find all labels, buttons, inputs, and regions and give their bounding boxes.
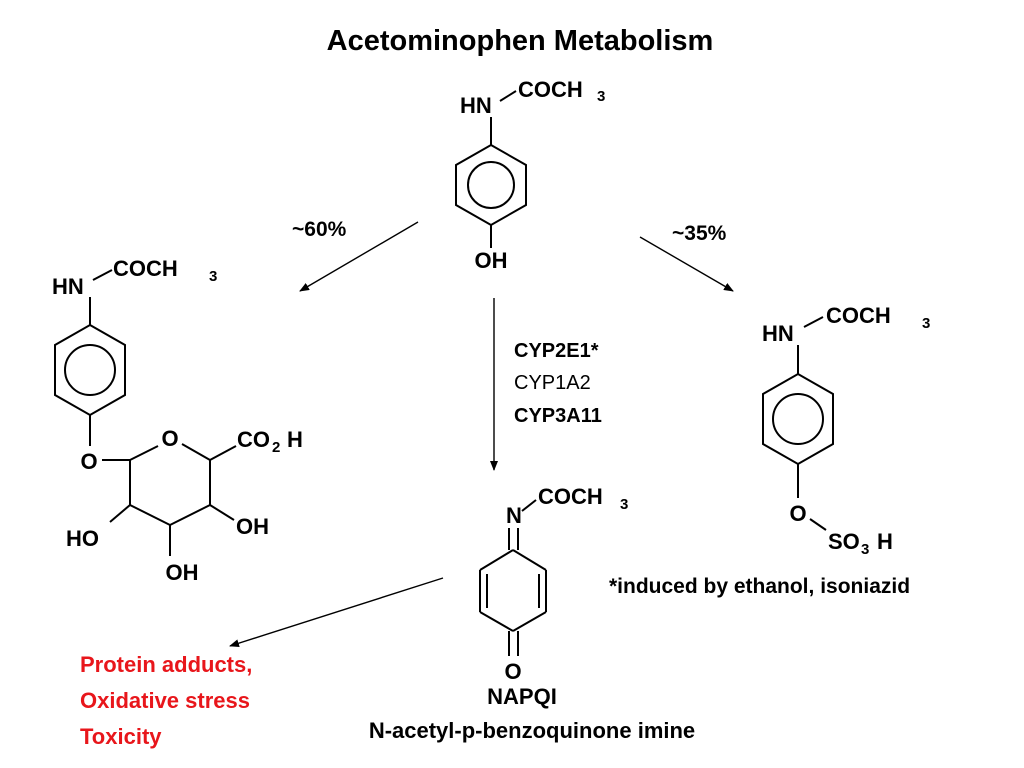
napqi-structure: N COCH 3 O [479, 484, 628, 684]
arrow-to-sulfate [639, 236, 734, 292]
glucuronide-ring-oxygen: O [161, 426, 178, 451]
glucuronide-carboxyl: CO [237, 427, 270, 452]
acetaminophen-hydroxyl: OH [475, 248, 508, 273]
napqi-acyl: COCH [538, 484, 603, 509]
acetaminophen-structure: HN COCH 3 OH [455, 77, 605, 273]
sulfate-amide: HN [762, 321, 794, 346]
glucuronide-percent: ~60% [292, 218, 347, 241]
glucuronide-carboxyl-h: H [287, 427, 303, 452]
glucuronide-carboxyl-sub: 2 [272, 439, 280, 456]
arrow-to-glucuronide [299, 221, 419, 292]
acetaminophen-amide: HN [460, 93, 492, 118]
toxicity-text: Protein adducts, Oxidative stress Toxici… [80, 652, 252, 749]
sulfate-percent: ~35% [672, 222, 727, 245]
sulfate-structure: HN COCH 3 O SO 3 H [762, 303, 930, 558]
napqi-imine-nitrogen: N [506, 503, 522, 528]
sulfate-so-h: H [877, 529, 893, 554]
napqi-name: NAPQI [487, 684, 557, 709]
napqi-fullname: N-acetyl-p-benzoquinone imine [369, 718, 695, 743]
sulfate-so: SO [828, 529, 860, 554]
toxicity-line: Toxicity [80, 724, 162, 749]
glucuronide-oh-right: OH [236, 514, 269, 539]
acetaminophen-acyl-sub: 3 [597, 88, 605, 105]
arrow-to-toxicity [229, 577, 444, 648]
acetaminophen-acyl: COCH [518, 77, 583, 102]
page-title: Acetominophen Metabolism [327, 25, 714, 57]
toxicity-line: Protein adducts, [80, 652, 252, 677]
toxicity-line: Oxidative stress [80, 688, 250, 713]
sulfate-acyl-sub: 3 [922, 315, 930, 332]
sulfate-so-sub: 3 [861, 541, 869, 558]
napqi-acyl-sub: 3 [620, 496, 628, 513]
enzyme-cyp2e1: CYP2E1* [514, 340, 599, 362]
glucuronide-oh-bottom: OH [166, 560, 199, 585]
glucuronide-structure: HN COCH 3 O O CO 2 H HO OH OH [52, 256, 303, 585]
enzyme-cyp3a11: CYP3A11 [514, 405, 602, 427]
napqi-oxo: O [504, 659, 521, 684]
glucuronide-acyl: COCH [113, 256, 178, 281]
glucuronide-acyl-sub: 3 [209, 268, 217, 285]
glucuronide-oh-left: HO [66, 526, 99, 551]
glucuronide-amide: HN [52, 274, 84, 299]
enzyme-cyp1a2: CYP1A2 [514, 372, 591, 394]
sulfate-link-oxygen: O [789, 501, 806, 526]
sulfate-acyl: COCH [826, 303, 891, 328]
glucuronide-link-oxygen: O [80, 449, 97, 474]
footnote: *induced by ethanol, isoniazid [609, 575, 910, 598]
